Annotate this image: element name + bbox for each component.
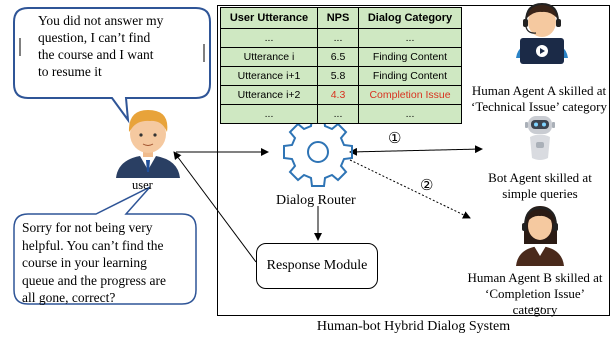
reply-speech-line: Sorry for not being very	[22, 220, 153, 235]
table-cell: ...	[220, 104, 318, 124]
table-cell: ...	[358, 28, 462, 48]
dialog-router-label: Dialog Router	[276, 193, 356, 208]
bot-agent-icon	[525, 116, 555, 160]
table-cell-highlight: Completion Issue	[358, 85, 462, 105]
route-marker-2: ②	[420, 178, 434, 194]
reply-speech-line: all gone, correct?	[22, 290, 116, 305]
table-cell: Utterance i+1	[220, 66, 318, 86]
table-header: NPS	[317, 7, 359, 29]
table-cell: ...	[220, 28, 318, 48]
bot-agent-label: Bot Agent skilled at simple queries	[480, 170, 600, 202]
table-header-row: User Utterance NPS Dialog Category	[220, 7, 462, 29]
human-agent-b-label-line: ‘Completion Issue’ category	[484, 286, 585, 317]
table-cell: Utterance i	[220, 47, 318, 67]
human-agent-b-icon	[516, 206, 564, 266]
reply-speech-text: Sorry for not being very helpful. You ca…	[22, 219, 194, 307]
table-cell: 5.8	[317, 66, 359, 86]
reply-speech-bubble	[13, 186, 197, 305]
response-module-box: Response Module	[256, 243, 378, 289]
user-avatar	[116, 110, 180, 178]
table-cell: ...	[358, 104, 462, 124]
table-cell: ...	[317, 104, 359, 124]
system-caption: Human-bot Hybrid Dialog System	[316, 319, 511, 334]
bot-agent-label-line: Bot Agent skilled at	[488, 170, 592, 185]
user-speech-line: to resume it	[38, 64, 102, 79]
table-row: Utterance i 6.5 Finding Content	[220, 47, 462, 67]
table-cell-highlight: 4.3	[317, 85, 359, 105]
human-agent-a-icon	[516, 2, 568, 64]
arrow-response-to-user	[173, 151, 257, 263]
table-cell: Utterance i+2	[220, 85, 318, 105]
user-speech-line: question, I can’t find	[38, 30, 151, 45]
user-label: user	[132, 178, 153, 192]
human-agent-a-label: Human Agent A skilled at ‘Technical Issu…	[470, 83, 608, 115]
table-cell: ...	[317, 28, 359, 48]
system-frame	[217, 5, 610, 316]
route-marker-1: ①	[388, 131, 402, 147]
arrow-router-to-human-b	[349, 159, 471, 219]
table-row: Utterance i+1 5.8 Finding Content	[220, 66, 462, 86]
table-cell: Finding Content	[358, 66, 462, 86]
table-row: ... ... ...	[220, 104, 462, 124]
table-header: Dialog Category	[358, 7, 462, 29]
human-agent-b-label: Human Agent B skilled at ‘Completion Iss…	[462, 270, 608, 318]
table-header: User Utterance	[220, 7, 318, 29]
reply-speech-line: course in your learning	[22, 255, 147, 270]
reply-speech-line: helpful. You can’t find the	[22, 237, 164, 253]
response-module-label: Response Module	[266, 258, 368, 273]
user-speech-bubble	[13, 7, 211, 124]
human-agent-b-label-line: Human Agent B skilled at	[467, 270, 603, 285]
user-speech-line: You did not answer my	[38, 13, 164, 28]
user-speech-line: the course and I want	[38, 47, 154, 62]
table-row: ... ... ...	[220, 28, 462, 48]
human-agent-a-label-line: Human Agent A skilled at	[471, 83, 607, 98]
human-agent-a-label-line: ‘Technical Issue’ category	[471, 99, 607, 114]
table-row-highlighted: Utterance i+2 4.3 Completion Issue	[220, 85, 462, 105]
reply-speech-line: queue and the progress are	[22, 272, 166, 288]
gear-icon	[283, 117, 353, 187]
nps-table: User Utterance NPS Dialog Category ... .…	[220, 7, 462, 124]
user-speech-text: You did not answer my question, I can’t …	[38, 12, 208, 80]
bot-agent-label-line: simple queries	[502, 186, 578, 201]
more-agents-ellipsis: …	[530, 298, 544, 313]
table-cell: 6.5	[317, 47, 359, 67]
table-cell: Finding Content	[358, 47, 462, 67]
